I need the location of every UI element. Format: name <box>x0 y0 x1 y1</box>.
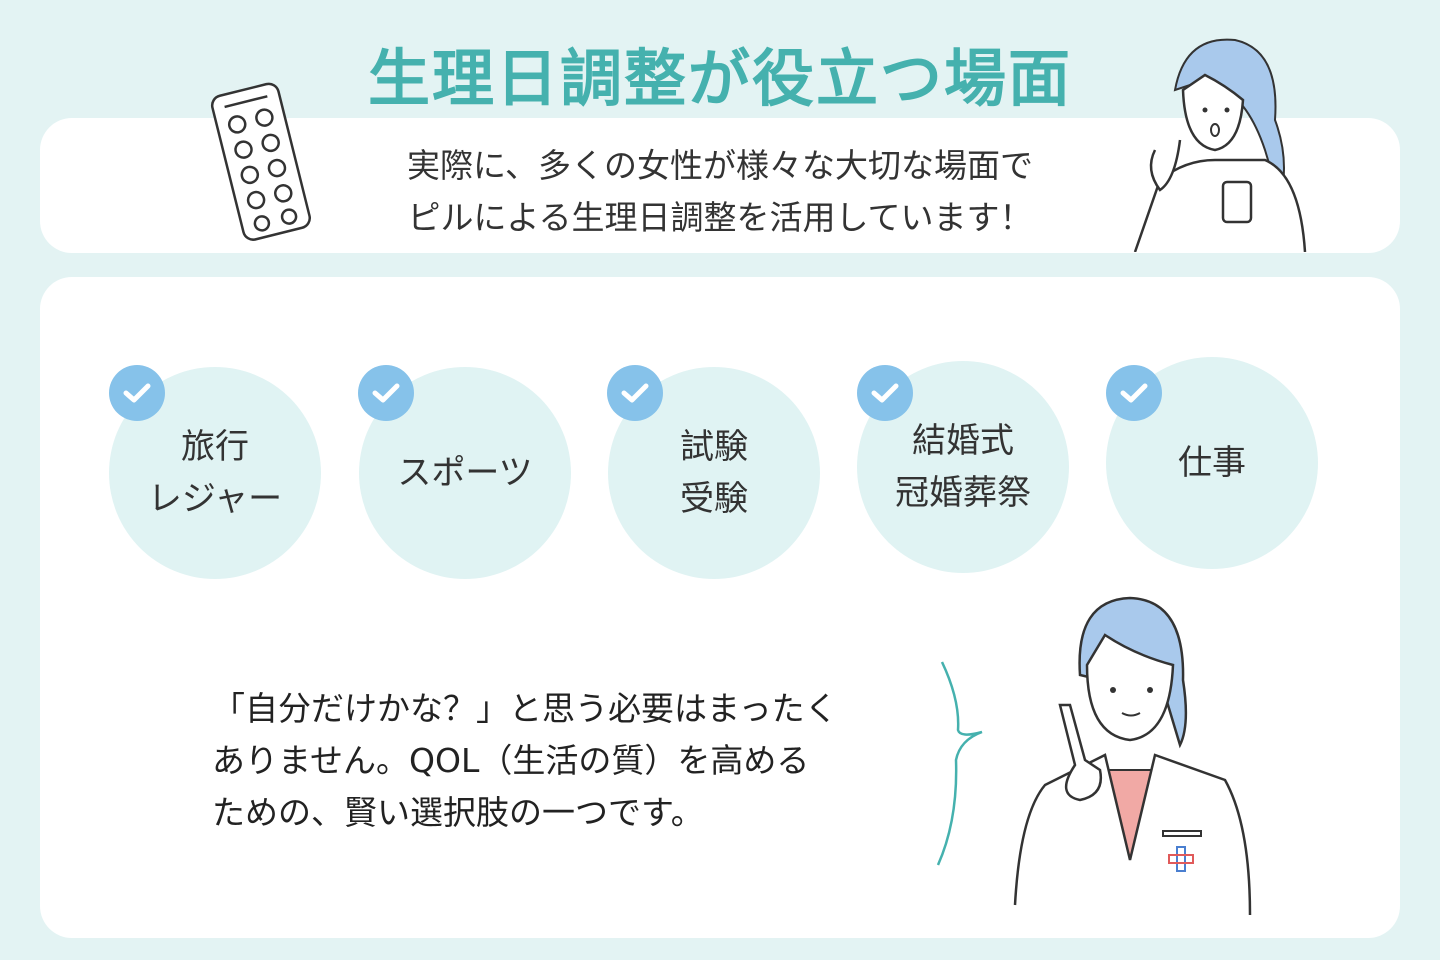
scene-label: 受験 <box>680 479 748 519</box>
check-icon <box>1106 365 1162 421</box>
scene-label: スポーツ <box>397 453 533 493</box>
message-line: 「自分だけかな？」と思う必要はまったく <box>212 689 838 728</box>
intro-line: ピルによる生理日調整を活用しています！ <box>407 198 1033 237</box>
brace-icon <box>936 661 983 866</box>
scene-label: レジャー <box>147 479 283 519</box>
message-line: ための、賢い選択肢の一つです。 <box>212 793 704 832</box>
message-text: 「自分だけかな？」と思う必要はまったく ありません。QOL（生活の質）を高める … <box>212 683 932 839</box>
intro-text: 実際に、多くの女性が様々な大切な場面で ピルによる生理日調整を活用しています！ <box>350 140 1090 244</box>
check-icon <box>607 365 663 421</box>
check-icon <box>857 365 913 421</box>
pill-pack-icon <box>210 82 311 241</box>
scene-label: 仕事 <box>1178 443 1246 483</box>
scene-label: 試験 <box>680 427 748 467</box>
intro-line: 実際に、多くの女性が様々な大切な場面で <box>406 146 1033 185</box>
doctor-illustration <box>1013 596 1252 916</box>
message-line: ありません。QOL（生活の質）を高める <box>212 741 810 780</box>
check-icon <box>358 365 414 421</box>
woman-drinking-illustration <box>1133 38 1307 252</box>
scene-label: 結婚式 <box>912 421 1014 461</box>
scene-label: 冠婚葬祭 <box>895 473 1031 513</box>
check-icon <box>109 365 165 421</box>
page-title: 生理日調整が役立つ場面 <box>367 42 1072 115</box>
scene-label: 旅行 <box>181 427 249 467</box>
scene-travel: 旅行レジャー <box>109 367 321 579</box>
